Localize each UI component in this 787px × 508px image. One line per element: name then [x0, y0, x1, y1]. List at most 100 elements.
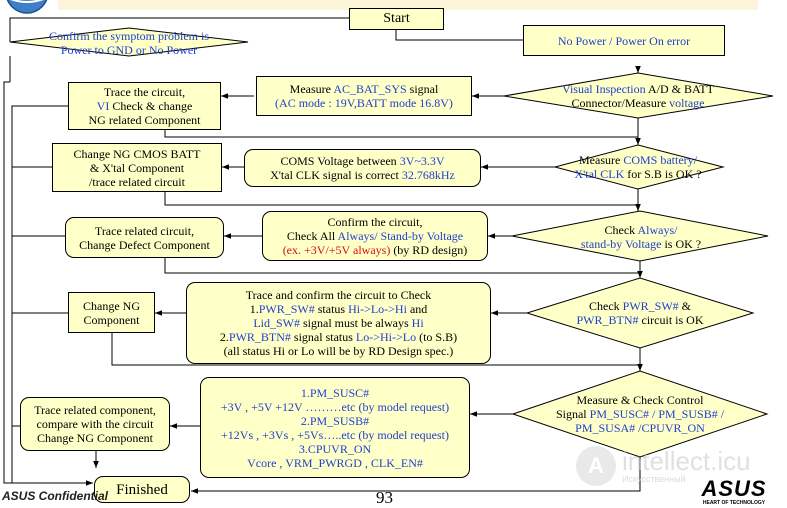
text-line: Trace related circuit, — [95, 224, 194, 238]
check-diamond-4 — [525, 277, 755, 349]
text-line: PWR_BTN# circuit is OK — [541, 313, 739, 327]
check-text-3: Check Always/stand-by Voltage is OK ? — [541, 223, 741, 251]
text-line: Vcore , VRM_PWRGD , CLK_EN# — [247, 456, 423, 470]
watermark-title: intellect.icu — [622, 446, 751, 476]
text-segment: Trace and confirm the circuit to Check — [245, 288, 432, 302]
text-segment: Signal — [555, 407, 590, 421]
watermark: A intellect.icu Искусственный — [576, 446, 751, 486]
text-segment: A/D & BATT — [645, 82, 714, 96]
text-segment: 2.PM_SUSB# — [300, 413, 370, 428]
text-segment: Change NG Component — [37, 431, 153, 445]
text-segment: VI — [96, 99, 110, 113]
text-segment: Lid_SW# — [253, 316, 300, 330]
text-segment: Power to GND or No Power — [60, 43, 198, 57]
connector-row2-return — [164, 189, 639, 206]
action-box-5: Trace related component,compare with the… — [20, 397, 170, 451]
text-segment: Check & change — [109, 99, 193, 113]
text-segment: /trace related circuit — [89, 174, 185, 189]
text-segment: COMS Voltage between — [280, 154, 400, 168]
check-diamond-1 — [503, 72, 774, 119]
connector-row3-return — [164, 258, 641, 274]
watermark-logo-icon: A — [576, 446, 616, 486]
text-segment: Check All — [286, 229, 338, 243]
text-segment: signal status — [290, 330, 356, 344]
text-segment: Confirm the symptom problem is — [49, 29, 209, 43]
text-line: Component — [84, 313, 140, 327]
text-line: No Power / Power On error — [558, 34, 690, 48]
text-line: X'tal CLK signal is correct 32.768kHz — [270, 168, 455, 182]
check-diamond-2 — [553, 144, 725, 190]
text-line: Measure COMS battery/ — [545, 153, 731, 167]
text-segment: AC_BAT_SYS — [333, 82, 407, 96]
text-line: COMS Voltage between 3V~3.3V — [280, 154, 444, 168]
text-segment: 3V~3.3V — [399, 154, 445, 168]
text-line: PM_SUSA# /CPUVR_ON — [522, 421, 758, 435]
text-segment: (ex. +3V/+5V always) — [282, 243, 391, 257]
text-line: Power to GND or No Power — [44, 43, 214, 57]
check-text-2: Measure COMS battery/X'tal CLK for S.B i… — [545, 153, 731, 181]
text-segment: +12Vs , +3Vs , +5Vs…..etc (by model requ… — [221, 427, 449, 442]
text-line: compare with the circuit — [37, 417, 154, 431]
text-segment: voltage — [669, 96, 705, 110]
text-segment: Always/ Stand-by Voltage — [337, 229, 464, 243]
finished-box: Finished — [94, 476, 190, 503]
text-line: Check Always/ — [541, 223, 741, 237]
text-line: 3.CPUVR_ON — [299, 442, 371, 456]
action-box-2: Change NG CMOS BATT& X'tal Component/tra… — [52, 143, 222, 192]
text-segment: Visual Inspection — [562, 82, 646, 96]
text-segment: Vcore , VRM_PWRGD , CLK_EN# — [247, 455, 423, 470]
text-segment: Always/ — [637, 223, 678, 237]
text-segment: circuit is OK — [638, 313, 704, 327]
text-segment: Change NG CMOS BATT — [73, 146, 201, 161]
measure-box-1: Measure AC_BAT_SYS signal(AC mode : 19V,… — [256, 76, 472, 116]
check-diamond-3 — [511, 210, 769, 262]
text-line: +12Vs , +3Vs , +5Vs…..etc (by model requ… — [221, 428, 449, 442]
text-segment: 1.PM_SUSC# — [300, 385, 370, 400]
text-segment: Measure & Check Control — [576, 393, 704, 407]
connector-left-rail-finished — [3, 81, 93, 486]
text-line: Trace the circuit, — [104, 85, 185, 99]
text-line: Change NG — [83, 299, 140, 313]
text-segment: signal must be always — [300, 316, 412, 330]
symptom-diamond — [9, 27, 249, 57]
text-line: (AC mode : 19V,BATT mode 16.8V) — [275, 96, 453, 110]
text-segment: No Power / Power On error — [557, 33, 691, 48]
text-segment: (by RD design) — [390, 243, 468, 257]
text-line: 2.PM_SUSB# — [301, 414, 369, 428]
text-line: Confirm the symptom problem is — [44, 29, 214, 43]
text-segment: PWR_SW# — [622, 299, 679, 313]
text-segment: (all status Hi or Lo will be by RD Desig… — [223, 344, 454, 358]
text-segment: Connector/Measure — [571, 96, 670, 110]
text-segment: Confirm the circuit, — [327, 215, 423, 229]
text-line: Signal PM_SUSC# / PM_SUSB# / — [522, 407, 758, 421]
text-segment: Trace related component, — [34, 403, 156, 417]
text-segment: Change Defect Component — [79, 237, 210, 252]
header-band — [58, 0, 758, 10]
text-line: 1.PM_SUSC# — [301, 386, 369, 400]
text-segment: Trace related circuit, — [94, 223, 195, 238]
text-line: X'tal CLK for S.B is OK ? — [545, 167, 731, 181]
text-segment: Component — [83, 312, 140, 327]
text-line: Visual Inspection A/D & BATT — [535, 82, 741, 96]
confidential-label: ASUS Confidential — [2, 489, 109, 503]
text-segment: Measure — [289, 82, 334, 96]
start-box: Start — [349, 8, 444, 30]
text-line: (ex. +3V/+5V always) (by RD design) — [283, 243, 468, 257]
connector-row1-return — [164, 118, 639, 138]
watermark-subtitle: Искусственный — [622, 474, 686, 484]
text-segment: 32.768kHz — [401, 168, 455, 182]
text-line: stand-by Voltage is OK ? — [541, 237, 741, 251]
text-segment: COMS battery/ — [623, 153, 697, 167]
text-segment: PWR_BTN# — [576, 313, 639, 327]
text-segment: PM_SUSC# / PM_SUSB# / — [589, 407, 725, 421]
text-segment: (to S.B) — [416, 330, 458, 344]
text-line: Change Defect Component — [79, 238, 210, 252]
text-line: Check All Always/ Stand-by Voltage — [287, 229, 463, 243]
text-segment: Measure — [579, 153, 624, 167]
text-segment: for S.B is OK ? — [624, 167, 702, 181]
text-segment: status — [314, 302, 349, 316]
